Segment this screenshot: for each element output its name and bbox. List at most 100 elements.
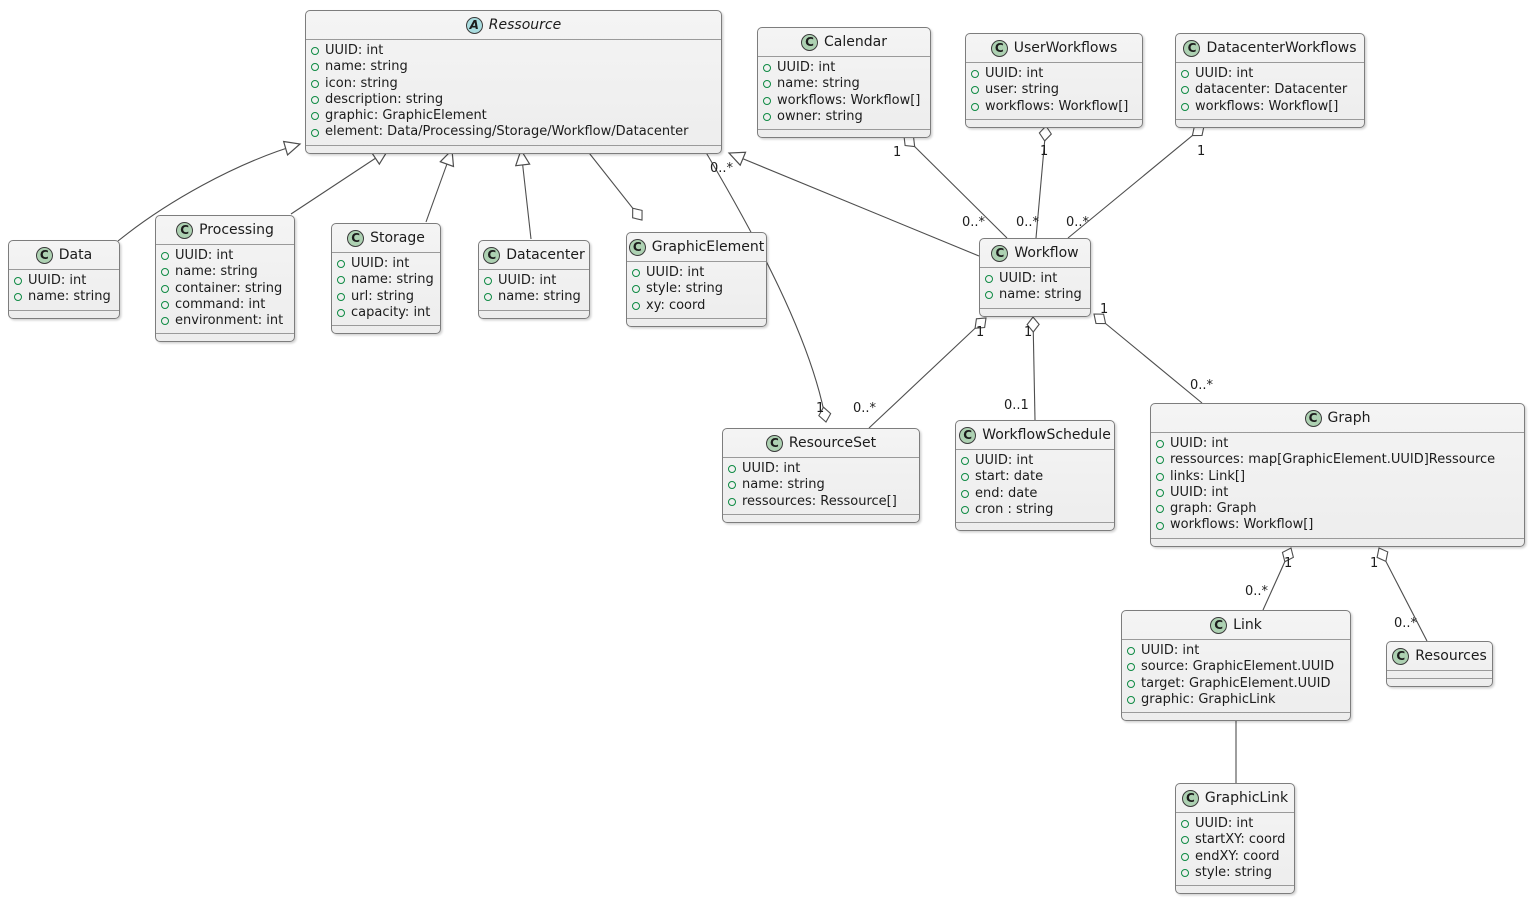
multiplicity-label: 1	[976, 325, 984, 340]
attribute-text: name: string	[999, 287, 1082, 303]
visibility-icon	[985, 291, 993, 300]
attribute-text: container: string	[175, 280, 283, 296]
attribute-row: element: Data/Processing/Storage/Workflo…	[311, 124, 715, 140]
attribute-text: datacenter: Datacenter	[1195, 82, 1348, 98]
attribute-row: datacenter: Datacenter	[1181, 82, 1358, 98]
visibility-icon	[632, 285, 640, 294]
multiplicity-label: 0..1	[1004, 398, 1029, 413]
multiplicity-label: 1	[1284, 556, 1292, 571]
attribute-row: UUID: int	[1156, 436, 1518, 452]
class-name: DatacenterWorkflows	[1206, 40, 1357, 56]
attribute-row: UUID: int	[961, 453, 1108, 469]
methods-compartment	[966, 118, 1142, 127]
methods-compartment	[758, 129, 930, 137]
visibility-icon	[1156, 489, 1164, 498]
visibility-icon	[1127, 679, 1135, 688]
multiplicity-label: 0..*	[1016, 215, 1040, 230]
attribute-row: user: string	[971, 82, 1136, 98]
attribute-text: UUID: int	[351, 256, 410, 271]
visibility-icon	[728, 465, 736, 474]
attribute-row: end: date	[961, 486, 1108, 502]
visibility-icon	[971, 102, 979, 111]
attribute-row: UUID: int	[311, 43, 715, 59]
attribute-text: graphic: GraphicElement	[325, 108, 487, 124]
attribute-text: command: int	[175, 296, 266, 312]
attribute-row: capacity: int	[337, 305, 434, 321]
attribute-row: name: string	[161, 264, 288, 280]
attribute-row: UUID: int	[985, 271, 1084, 287]
attribute-row: UUID: int	[728, 461, 913, 477]
methods-compartment	[306, 144, 721, 153]
multiplicity-label: 1	[893, 145, 901, 160]
methods-compartment	[627, 317, 766, 326]
attribute-row: url: string	[337, 289, 434, 305]
visibility-icon	[1156, 440, 1164, 449]
class-letter-icon: C	[176, 221, 194, 239]
attribute-text: name: string	[742, 477, 825, 493]
attribute-row: start: date	[961, 469, 1108, 485]
attribute-text: UUID: int	[777, 60, 836, 75]
class-name: Resources	[1415, 648, 1487, 664]
attribute-text: name: string	[325, 59, 408, 75]
attribute-text: source: GraphicElement.UUID	[1141, 659, 1335, 675]
attribute-text: xy: coord	[646, 297, 706, 313]
attribute-row: source: GraphicElement.UUID	[1127, 659, 1344, 675]
class-name: Storage	[370, 230, 425, 246]
visibility-icon	[763, 80, 771, 89]
attribute-row: container: string	[161, 281, 288, 297]
multiplicity-label: 1	[1100, 302, 1108, 317]
attribute-text: endXY: coord	[1195, 848, 1280, 864]
visibility-icon	[632, 301, 640, 310]
multiplicity-label: 0..*	[1245, 584, 1269, 599]
multiplicity-label: 1	[1197, 144, 1205, 159]
attribute-row: UUID: int	[14, 273, 113, 289]
visibility-icon	[961, 506, 969, 515]
multiplicity-label: 1	[1040, 144, 1048, 159]
visibility-icon	[311, 96, 319, 105]
visibility-icon	[161, 317, 169, 326]
edge-processing-to-ressource	[290, 149, 390, 215]
attribute-row: name: string	[337, 272, 434, 288]
visibility-icon	[311, 47, 319, 56]
edge-ressource-to-resourceset	[700, 143, 832, 423]
attribute-text: graph: Graph	[1170, 501, 1257, 517]
attribute-row: UUID: int	[971, 66, 1136, 82]
edge-graph-to-workflow	[1093, 313, 1203, 404]
visibility-icon	[337, 309, 345, 318]
visibility-icon	[763, 64, 771, 73]
class-letter-icon: C	[1183, 39, 1201, 57]
attribute-row: UUID: int	[1181, 816, 1288, 832]
edge-workflow-to-ressource	[727, 151, 980, 257]
abstract-letter-icon: A	[465, 16, 483, 34]
multiplicity-label: 1	[1370, 556, 1378, 571]
attribute-text: UUID: int	[175, 248, 234, 263]
attribute-text: target: GraphicElement.UUID	[1141, 675, 1331, 691]
attribute-text: UUID: int	[742, 461, 801, 476]
methods-compartment	[1151, 537, 1524, 546]
visibility-icon	[1181, 86, 1189, 95]
visibility-icon	[1156, 521, 1164, 530]
visibility-icon	[1181, 102, 1189, 111]
visibility-icon	[1127, 647, 1135, 656]
class-letter-icon: C	[483, 246, 501, 264]
visibility-icon	[1156, 505, 1164, 514]
edge-resources-to-graph	[1376, 547, 1428, 642]
methods-compartment	[956, 522, 1114, 530]
visibility-icon	[1181, 70, 1189, 79]
attribute-row: UUID: int	[484, 273, 583, 289]
visibility-icon	[1127, 696, 1135, 705]
